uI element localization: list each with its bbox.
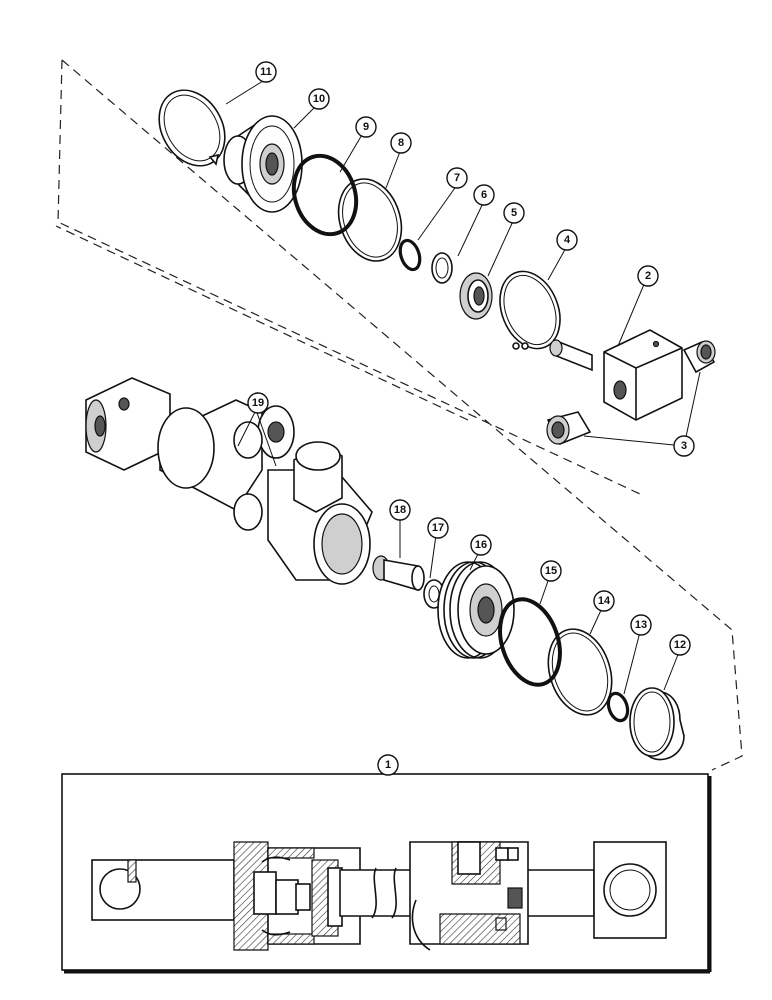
part-wear-ring-12 [629, 687, 685, 761]
cross-section-inset [61, 773, 712, 974]
callout-1-label: 1 [385, 759, 391, 771]
callout-13-label: 13 [635, 619, 647, 631]
callout-8-label: 8 [398, 137, 404, 149]
leader-lines [225, 80, 701, 790]
callout-14: 14 [593, 590, 615, 612]
part-bushing-3b [546, 411, 592, 446]
callout-6: 6 [473, 184, 495, 206]
callout-17: 17 [427, 517, 449, 539]
callout-19-label: 19 [252, 397, 264, 409]
callout-9: 9 [355, 116, 377, 138]
callout-4-label: 4 [564, 234, 571, 246]
assembly-outline [55, 59, 743, 771]
part-wiper-seal-5 [459, 272, 493, 320]
part-backup-ring-14 [547, 628, 613, 716]
part-gland-head [223, 115, 303, 213]
callout-19: 19 [247, 392, 269, 414]
callout-17-label: 17 [432, 522, 444, 534]
callout-11-label: 11 [260, 66, 272, 78]
callout-9-label: 9 [363, 121, 369, 133]
part-bushing-3a [682, 340, 716, 374]
part-backup-ring-8 [337, 178, 403, 262]
part-rod-eye-2 [549, 329, 683, 421]
callout-3: 3 [673, 435, 695, 457]
callout-2: 2 [637, 265, 659, 287]
callout-18-label: 18 [394, 504, 406, 516]
callout-15: 15 [540, 560, 562, 582]
part-retaining-ring-4 [499, 270, 561, 350]
callout-6-label: 6 [481, 189, 487, 201]
part-o-ring-7 [398, 238, 422, 272]
callout-1: 1 [377, 754, 399, 776]
part-piston-bolt-18 [372, 555, 425, 592]
callout-7-label: 7 [454, 172, 460, 184]
callout-10-label: 10 [313, 93, 325, 105]
callout-5-label: 5 [511, 207, 517, 219]
callout-5: 5 [503, 202, 525, 224]
callout-10: 10 [308, 88, 330, 110]
callout-13: 13 [630, 614, 652, 636]
callout-18: 18 [389, 499, 411, 521]
callout-7: 7 [446, 167, 468, 189]
callout-8: 8 [390, 132, 412, 154]
callout-11: 11 [255, 61, 277, 83]
callout-15-label: 15 [545, 565, 557, 577]
part-o-ring-13 [606, 691, 630, 723]
callout-3-label: 3 [681, 440, 687, 452]
callout-4: 4 [556, 229, 578, 251]
callout-16: 16 [470, 534, 492, 556]
part-washer-6 [431, 252, 453, 284]
part-snap-ring [158, 89, 226, 167]
callout-14-label: 14 [598, 595, 611, 607]
callout-12-label: 12 [674, 639, 686, 651]
callout-16-label: 16 [475, 539, 487, 551]
part-cylinder-barrel-19 [85, 377, 373, 585]
callout-2-label: 2 [645, 270, 651, 282]
callout-12: 12 [669, 634, 691, 656]
part-o-ring-15 [498, 597, 562, 687]
